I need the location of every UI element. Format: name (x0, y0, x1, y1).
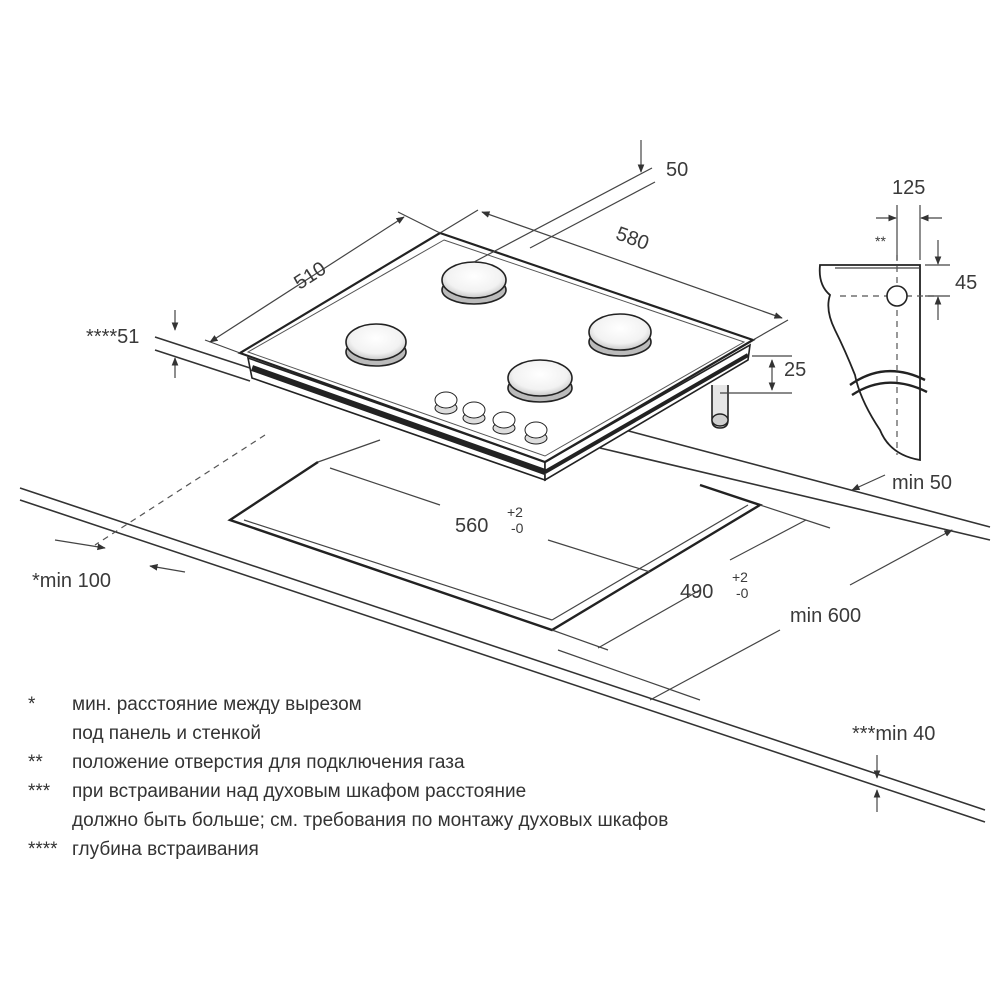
legend-item-3: *** при встраивании над духовым шкафом р… (28, 777, 668, 806)
dim-510-label: 510 (290, 258, 330, 295)
burner-left (345, 323, 407, 367)
dim-490 (551, 504, 831, 651)
dim-min40-label: ***min 40 (852, 723, 935, 745)
burner-right (588, 313, 652, 357)
legend-text: глубина встраивания (72, 839, 259, 860)
legend-item-3-cont: должно быть больше; см. требования по мо… (28, 806, 668, 835)
dim-490-tol-plus: +2 (732, 569, 748, 585)
countertop (19, 336, 991, 823)
dim-560-tol-plus: +2 (507, 504, 523, 520)
dim-50 (473, 140, 656, 263)
legend-mark: **** (28, 839, 58, 860)
dim-min50 (851, 474, 886, 491)
legend-text: при встраивании над духовым шкафом расст… (72, 781, 527, 802)
legend-item-4: **** глубина встраивания (28, 835, 668, 864)
dim-560-tol-minus: -0 (511, 520, 524, 536)
legend-mark: * (28, 694, 36, 715)
dim-125-label: 125 (892, 177, 925, 199)
legend-item-1-cont: под панель и стенкой (28, 719, 668, 748)
legend-item-1: * мин. расстояние между вырезом (28, 690, 668, 719)
legend-text: мин. расстояние между вырезом (72, 694, 362, 715)
dim-580 (439, 209, 789, 341)
dim-min600-label: min 600 (790, 605, 861, 627)
legend-mark: *** (28, 781, 51, 802)
dim-560 (329, 467, 651, 573)
dim-50-label: 50 (666, 159, 688, 181)
dim-25-label: 25 (784, 359, 806, 381)
legend-text: положение отверстия для подключения газа (72, 752, 465, 773)
dim-min100-label: *min 100 (32, 570, 111, 592)
dim-min100 (54, 539, 186, 573)
legend-text: должно быть больше; см. требования по мо… (72, 810, 669, 831)
depth-51-label: ****51 (86, 326, 139, 348)
dim-580-label: 580 (613, 223, 652, 255)
dim-min50-label: min 50 (892, 472, 952, 494)
control-knobs (434, 391, 548, 445)
knob-4-icon (524, 421, 548, 445)
burner-front (507, 359, 573, 403)
dim-45-label: 45 (955, 272, 977, 294)
dim-25 (720, 355, 792, 394)
legend-item-2: ** положение отверстия для подключения г… (28, 748, 668, 777)
dim-510 (204, 211, 441, 354)
dim-490-tol-minus: -0 (736, 585, 749, 601)
burner-back (441, 261, 507, 305)
gas-position-mark: ** (875, 233, 886, 249)
knob-1-icon (434, 391, 458, 415)
dim-560-label: 560 (455, 515, 488, 537)
dim-min600 (557, 529, 953, 701)
knob-3-icon (492, 411, 516, 435)
legend-text: под панель и стенкой (72, 723, 261, 744)
dim-490-label: 490 (680, 581, 713, 603)
gas-connection-detail (818, 205, 950, 462)
legend-mark: ** (28, 752, 43, 773)
legend: * мин. расстояние между вырезом под пане… (28, 690, 668, 864)
knob-2-icon (462, 401, 486, 425)
